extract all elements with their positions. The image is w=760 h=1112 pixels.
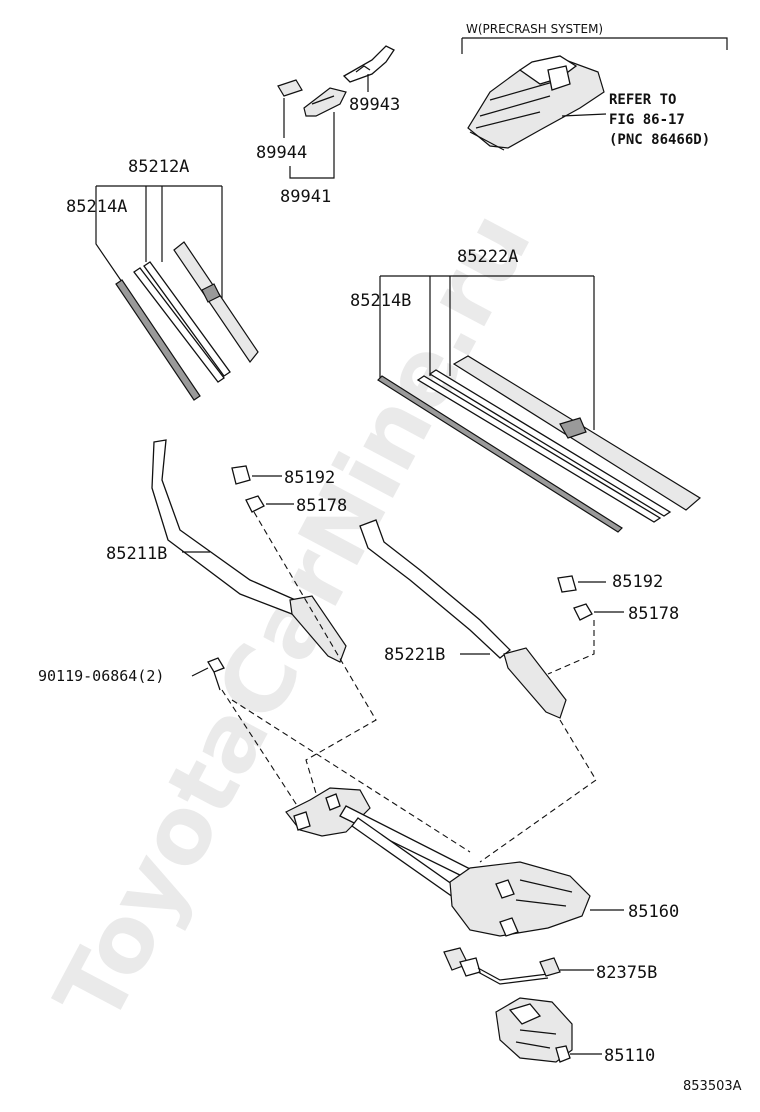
mounting-bolt <box>207 657 225 691</box>
refer-line-2: FIG 86-17 <box>609 112 685 128</box>
label-85192-left: 85192 <box>284 468 335 488</box>
label-85214B: 85214B <box>350 291 411 311</box>
wiper-linkage <box>285 787 591 937</box>
label-85212A: 85212A <box>128 157 189 177</box>
leader-90119 <box>191 667 209 677</box>
label-85221B: 85221B <box>384 645 445 665</box>
wiper-motor <box>495 997 573 1063</box>
assembly-dash-left-arm <box>253 511 377 801</box>
left-blade-strips <box>133 261 231 383</box>
label-90119-06864: 90119-06864(2) <box>38 667 164 685</box>
assembly-dash-bolt <box>221 689 471 853</box>
ref-leader <box>561 113 607 117</box>
label-85160: 85160 <box>628 902 679 922</box>
left-blade-assembly <box>173 241 259 364</box>
part-89943-clip <box>342 45 395 83</box>
label-89944: 89944 <box>256 143 307 163</box>
part-89941-holder <box>303 87 347 117</box>
label-85110: 85110 <box>604 1046 655 1066</box>
assembly-dash-right-arm <box>479 620 597 863</box>
left-arm-cap <box>231 465 251 485</box>
wiper-harness <box>443 947 561 985</box>
bracket-85222A <box>379 275 595 430</box>
left-blade-rubber <box>115 279 201 401</box>
bracket-85212A <box>95 185 223 298</box>
label-85211B: 85211B <box>106 544 167 564</box>
refer-line-1: REFER TO <box>609 92 676 108</box>
option-header: W(PRECRASH SYSTEM) <box>466 22 603 36</box>
label-85178-left: 85178 <box>296 496 347 516</box>
right-arm-nut <box>573 603 593 621</box>
label-85214A: 85214A <box>66 197 127 217</box>
label-89943: 89943 <box>349 95 400 115</box>
refer-line-3: (PNC 86466D) <box>609 132 710 148</box>
precrash-sensor-cover <box>467 55 605 151</box>
label-85192-right: 85192 <box>612 572 663 592</box>
option-bracket <box>461 37 728 54</box>
bracket-89941 <box>289 112 335 179</box>
diagram-code: 853503A <box>683 1079 742 1094</box>
label-82375B: 82375B <box>596 963 657 983</box>
right-wiper-arm <box>359 519 567 719</box>
left-arm-nut <box>245 495 265 513</box>
right-arm-cap <box>557 575 577 593</box>
right-blade-strips <box>416 369 672 523</box>
label-89941: 89941 <box>280 187 331 207</box>
label-85222A: 85222A <box>457 247 518 267</box>
label-85178-right: 85178 <box>628 604 679 624</box>
right-blade-assembly <box>452 355 702 511</box>
part-89944-pad <box>277 79 303 97</box>
right-blade-rubber <box>377 375 623 533</box>
